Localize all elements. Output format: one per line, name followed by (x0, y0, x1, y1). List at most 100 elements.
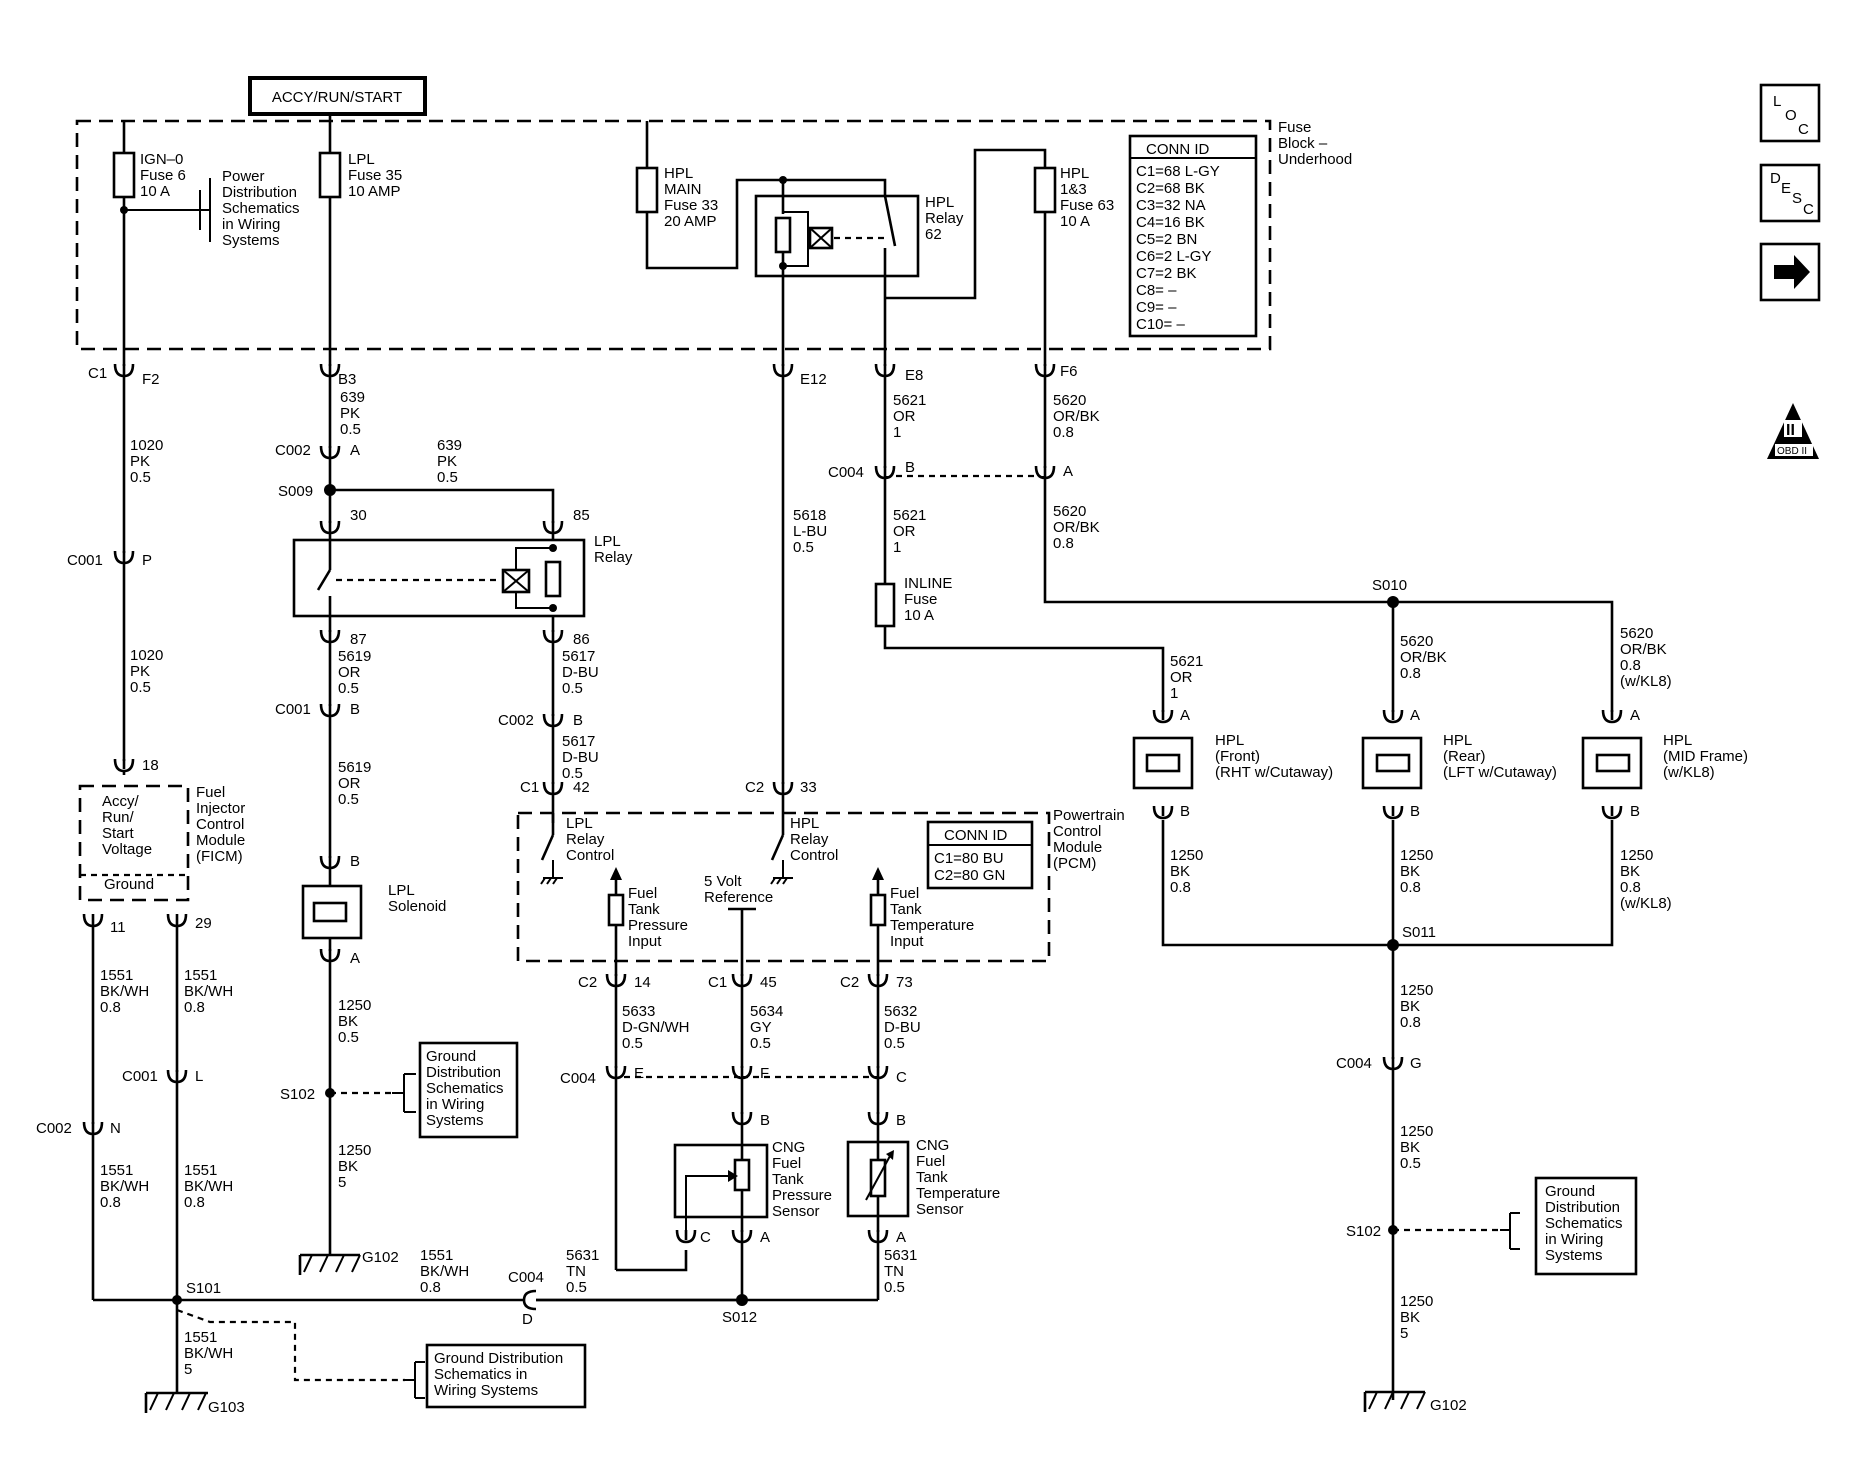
terminal-f6: F6 (1060, 363, 1078, 380)
pcm-conn-id-table (926, 820, 1034, 890)
connector-cup (522, 1289, 537, 1311)
connector-cup (1152, 805, 1174, 820)
conn-id-list: C1=68 L-GY C2=68 BK C3=32 NA C4=16 BK C5… (1136, 163, 1224, 333)
supply-label-box (248, 76, 427, 116)
svg-text:E: E (1781, 180, 1791, 197)
splice-s101: S101 (186, 1280, 221, 1297)
ground-dist-ref-2 (425, 1343, 587, 1409)
temperature-sensor-pin-b: B (896, 1112, 906, 1129)
connector-cup (772, 363, 794, 378)
lpl-solenoid-pin-a: A (350, 950, 360, 967)
ficm-pin-29: 29 (195, 915, 212, 932)
connector-cup (319, 703, 341, 718)
hpl-front-pin-a: A (1180, 707, 1190, 724)
hpl-mid-pin-b: B (1630, 803, 1640, 820)
connector-cup (319, 855, 341, 870)
terminal-c1: C1 (88, 365, 107, 382)
fuse-ign (112, 151, 136, 199)
connector-cup (1034, 465, 1056, 480)
connector-cup (1382, 709, 1404, 724)
connector-cup (82, 913, 104, 928)
splice-s012-dot (736, 1294, 748, 1306)
connector-cup (319, 948, 341, 963)
pressure-sensor-pin-a: A (760, 1229, 770, 1246)
connector-cup (1382, 805, 1404, 820)
connector-cup (1152, 709, 1174, 724)
connector-cup (867, 973, 889, 988)
splice-s009: S009 (278, 483, 313, 500)
svg-text:C: C (1803, 201, 1814, 218)
connector-cup (874, 363, 896, 378)
relay-pin-87: 87 (350, 631, 367, 648)
connector-cup (319, 445, 341, 460)
ficm-ground-label: Ground (104, 876, 154, 893)
hpl-mid-box (1581, 736, 1643, 790)
svg-text:O: O (1785, 107, 1797, 124)
svg-text:L: L (1773, 93, 1781, 110)
splice-s011: S011 (1402, 924, 1436, 941)
connector-cup (1601, 805, 1623, 820)
connector-cup (166, 913, 188, 928)
connector-cup (1601, 709, 1623, 724)
next-arrow-icon[interactable] (1759, 242, 1821, 302)
connector-c004-f: F (760, 1065, 769, 1082)
svg-text:C: C (1798, 121, 1809, 138)
ficm-pin-11: 11 (110, 919, 126, 936)
location-icon[interactable]: L O C (1759, 83, 1821, 143)
connector-cup (731, 1065, 753, 1080)
connector-cup (113, 550, 135, 565)
ficm-outline (78, 784, 190, 902)
ground-g103: G103 (208, 1399, 245, 1416)
relay-pin-30: 30 (350, 507, 367, 524)
hpl-rear-pin-b: B (1410, 803, 1420, 820)
connector-cup (605, 1065, 627, 1080)
description-icon[interactable]: D E S C (1759, 163, 1821, 223)
splice-s012: S012 (722, 1309, 757, 1326)
svg-text:D: D (1770, 170, 1781, 187)
hpl-rear-pin-a: A (1410, 707, 1420, 724)
hpl-mid-label: HPL(MID Frame)(w/KL8) (1663, 732, 1748, 781)
pressure-sensor-box (673, 1143, 769, 1219)
pressure-sensor-pin-c: C (700, 1229, 711, 1246)
